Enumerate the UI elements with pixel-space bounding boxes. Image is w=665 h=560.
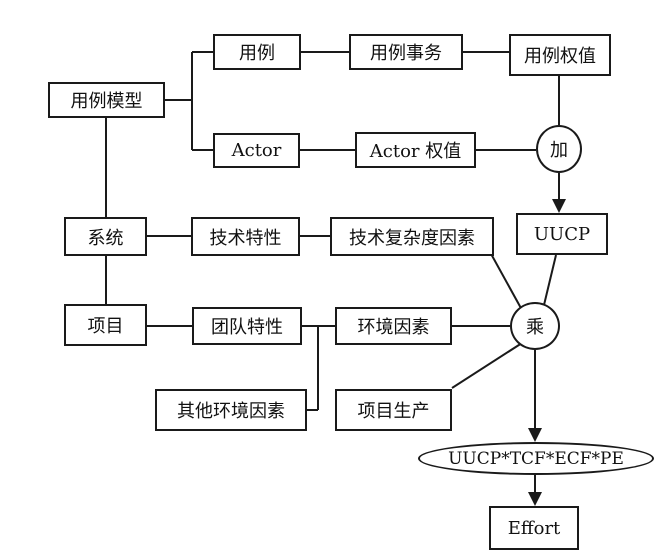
- edge-complexity-multiply: [489, 251, 523, 311]
- node-add: 加: [536, 125, 582, 173]
- edge-uucp-multiply: [543, 254, 557, 306]
- node-project-productivity: 项目生产: [335, 389, 452, 431]
- node-env-factors: 环境因素: [335, 307, 452, 345]
- node-use-case-model: 用例模型: [48, 82, 165, 118]
- node-system: 系统: [64, 217, 147, 256]
- node-use-case-transaction: 用例事务: [349, 34, 463, 70]
- arrowhead-formula: [528, 428, 542, 442]
- node-formula: UUCP*TCF*ECF*PE: [418, 442, 654, 475]
- node-actor-weight: Actor 权值: [355, 132, 476, 168]
- node-other-env-factors: 其他环境因素: [155, 389, 307, 431]
- arrowhead-uucp: [552, 199, 566, 213]
- node-team-features: 团队特性: [192, 307, 302, 345]
- node-actor: Actor: [213, 133, 300, 168]
- node-project: 项目: [64, 304, 147, 346]
- node-use-case-weight: 用例权值: [509, 34, 611, 76]
- node-uucp: UUCP: [516, 213, 608, 255]
- arrowhead-effort: [528, 492, 542, 506]
- edge-productivity-multiply: [451, 342, 523, 389]
- node-use-case: 用例: [213, 34, 301, 70]
- node-effort: Effort: [489, 506, 579, 550]
- node-multiply: 乘: [510, 302, 560, 350]
- node-tech-complexity-factors: 技术复杂度因素: [330, 217, 494, 256]
- node-tech-features: 技术特性: [191, 217, 300, 256]
